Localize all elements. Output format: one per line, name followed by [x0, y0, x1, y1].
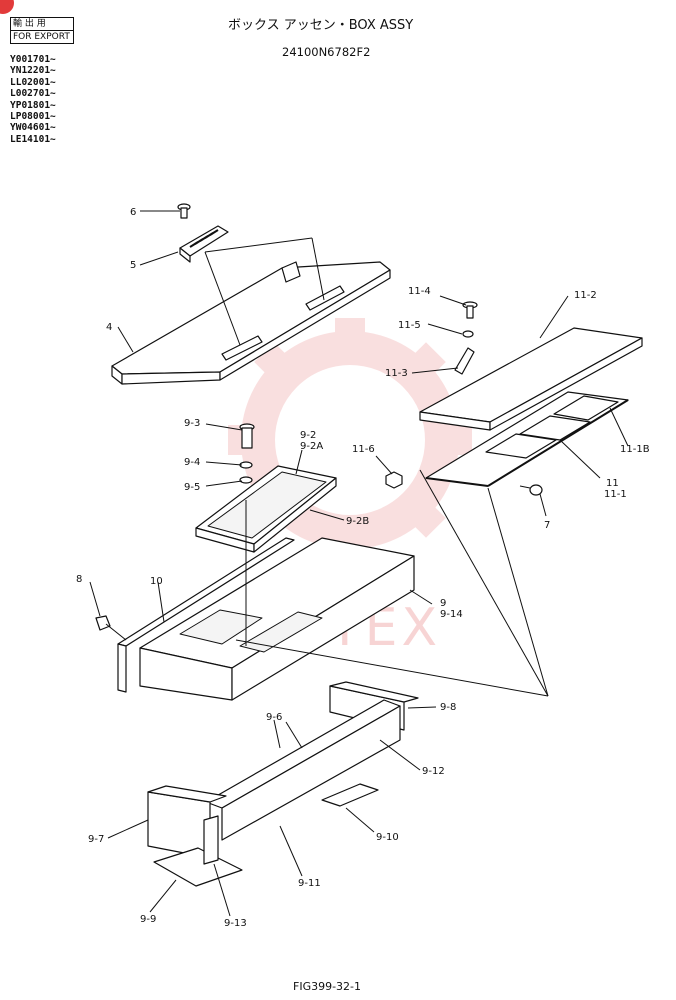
label-11-1: 11-1	[604, 489, 627, 500]
serial-item: LL02001~	[10, 76, 56, 88]
corner-badge	[0, 0, 14, 14]
label-9-14: 9-14	[440, 609, 463, 620]
label-9-11: 9-11	[298, 878, 321, 889]
label-9: 9	[440, 598, 446, 609]
part-11-6-nut	[385, 471, 403, 489]
label-9-7: 9-7	[88, 834, 104, 845]
label-8: 8	[76, 574, 82, 585]
label-11-5: 11-5	[398, 320, 421, 331]
part-number: 24100N6782F2	[282, 45, 371, 59]
part-7-pin	[519, 484, 543, 496]
label-9-2b: 9-2B	[346, 516, 369, 527]
part-9-9-pad	[153, 847, 243, 887]
label-4: 4	[106, 322, 112, 333]
part-10-plate	[117, 537, 295, 693]
export-stamp-en: FOR EXPORT	[13, 32, 70, 42]
label-11-6: 11-6	[352, 444, 375, 455]
figure-id: FIG399-32-1	[293, 980, 362, 993]
label-9-8: 9-8	[440, 702, 456, 713]
label-9-2a: 9-2A	[300, 441, 323, 452]
label-11-3: 11-3	[385, 368, 408, 379]
serial-item: YP01801~	[10, 99, 56, 111]
label-7: 7	[544, 520, 550, 531]
part-5-plate	[179, 225, 229, 263]
label-11: 11	[606, 478, 619, 489]
serial-item: LP08001~	[10, 111, 56, 123]
label-9-12: 9-12	[422, 766, 445, 777]
part-11-5-washer	[462, 330, 474, 338]
part-9-box	[139, 537, 415, 701]
part-9-3-bolt	[239, 423, 255, 449]
label-9-9: 9-9	[140, 914, 156, 925]
part-11-4-screw	[462, 301, 478, 319]
part-9-2-plate	[195, 465, 337, 553]
part-8-stud	[95, 615, 127, 641]
watermark-gear-icon	[228, 318, 472, 562]
label-5: 5	[130, 260, 136, 271]
label-9-6: 9-6	[266, 712, 282, 723]
serial-item: YW04601~	[10, 122, 56, 134]
serial-item: LE14101~	[10, 133, 56, 145]
part-9-7-end	[147, 785, 227, 859]
label-11-2: 11-2	[574, 290, 597, 301]
leader-lines-main	[89, 295, 629, 917]
label-10: 10	[150, 576, 163, 587]
serial-item: YN12201~	[10, 65, 56, 77]
export-stamp-jp: 輸 出 用	[11, 18, 73, 31]
label-11-1b: 11-1B	[620, 444, 650, 455]
part-4-top-cover	[111, 261, 391, 385]
part-11-frame	[425, 391, 629, 487]
export-stamp: 輸 出 用 FOR EXPORT	[10, 17, 74, 44]
leader-lines-top	[117, 210, 325, 353]
callout-labels: 6 5 4 11-4 11-5 11-3 11-2 11-1B 11 11-1 …	[76, 207, 650, 929]
serial-list: Y001701~ YN12201~ LL02001~ L002701~ YP01…	[10, 54, 56, 145]
label-6: 6	[130, 207, 136, 218]
label-9-5: 9-5	[184, 482, 200, 493]
part-9-13-bracket	[203, 815, 219, 865]
part-9-5-washer	[239, 476, 253, 484]
label-9-3: 9-3	[184, 418, 200, 429]
label-9-4: 9-4	[184, 457, 200, 468]
part-11-3-latch	[454, 347, 475, 375]
label-9-10: 9-10	[376, 832, 399, 843]
part-6-screw	[177, 203, 191, 219]
label-9-13: 9-13	[224, 918, 247, 929]
part-9-11-channel	[205, 699, 401, 841]
page-title: ボックス アッセン・BOX ASSY	[228, 18, 414, 33]
label-11-4: 11-4	[408, 286, 431, 297]
part-11-2-cover	[419, 327, 643, 431]
serial-item: L002701~	[10, 88, 56, 100]
label-9-2: 9-2	[300, 430, 316, 441]
part-9-10-pad	[321, 783, 379, 807]
serial-item: Y001701~	[10, 54, 56, 65]
